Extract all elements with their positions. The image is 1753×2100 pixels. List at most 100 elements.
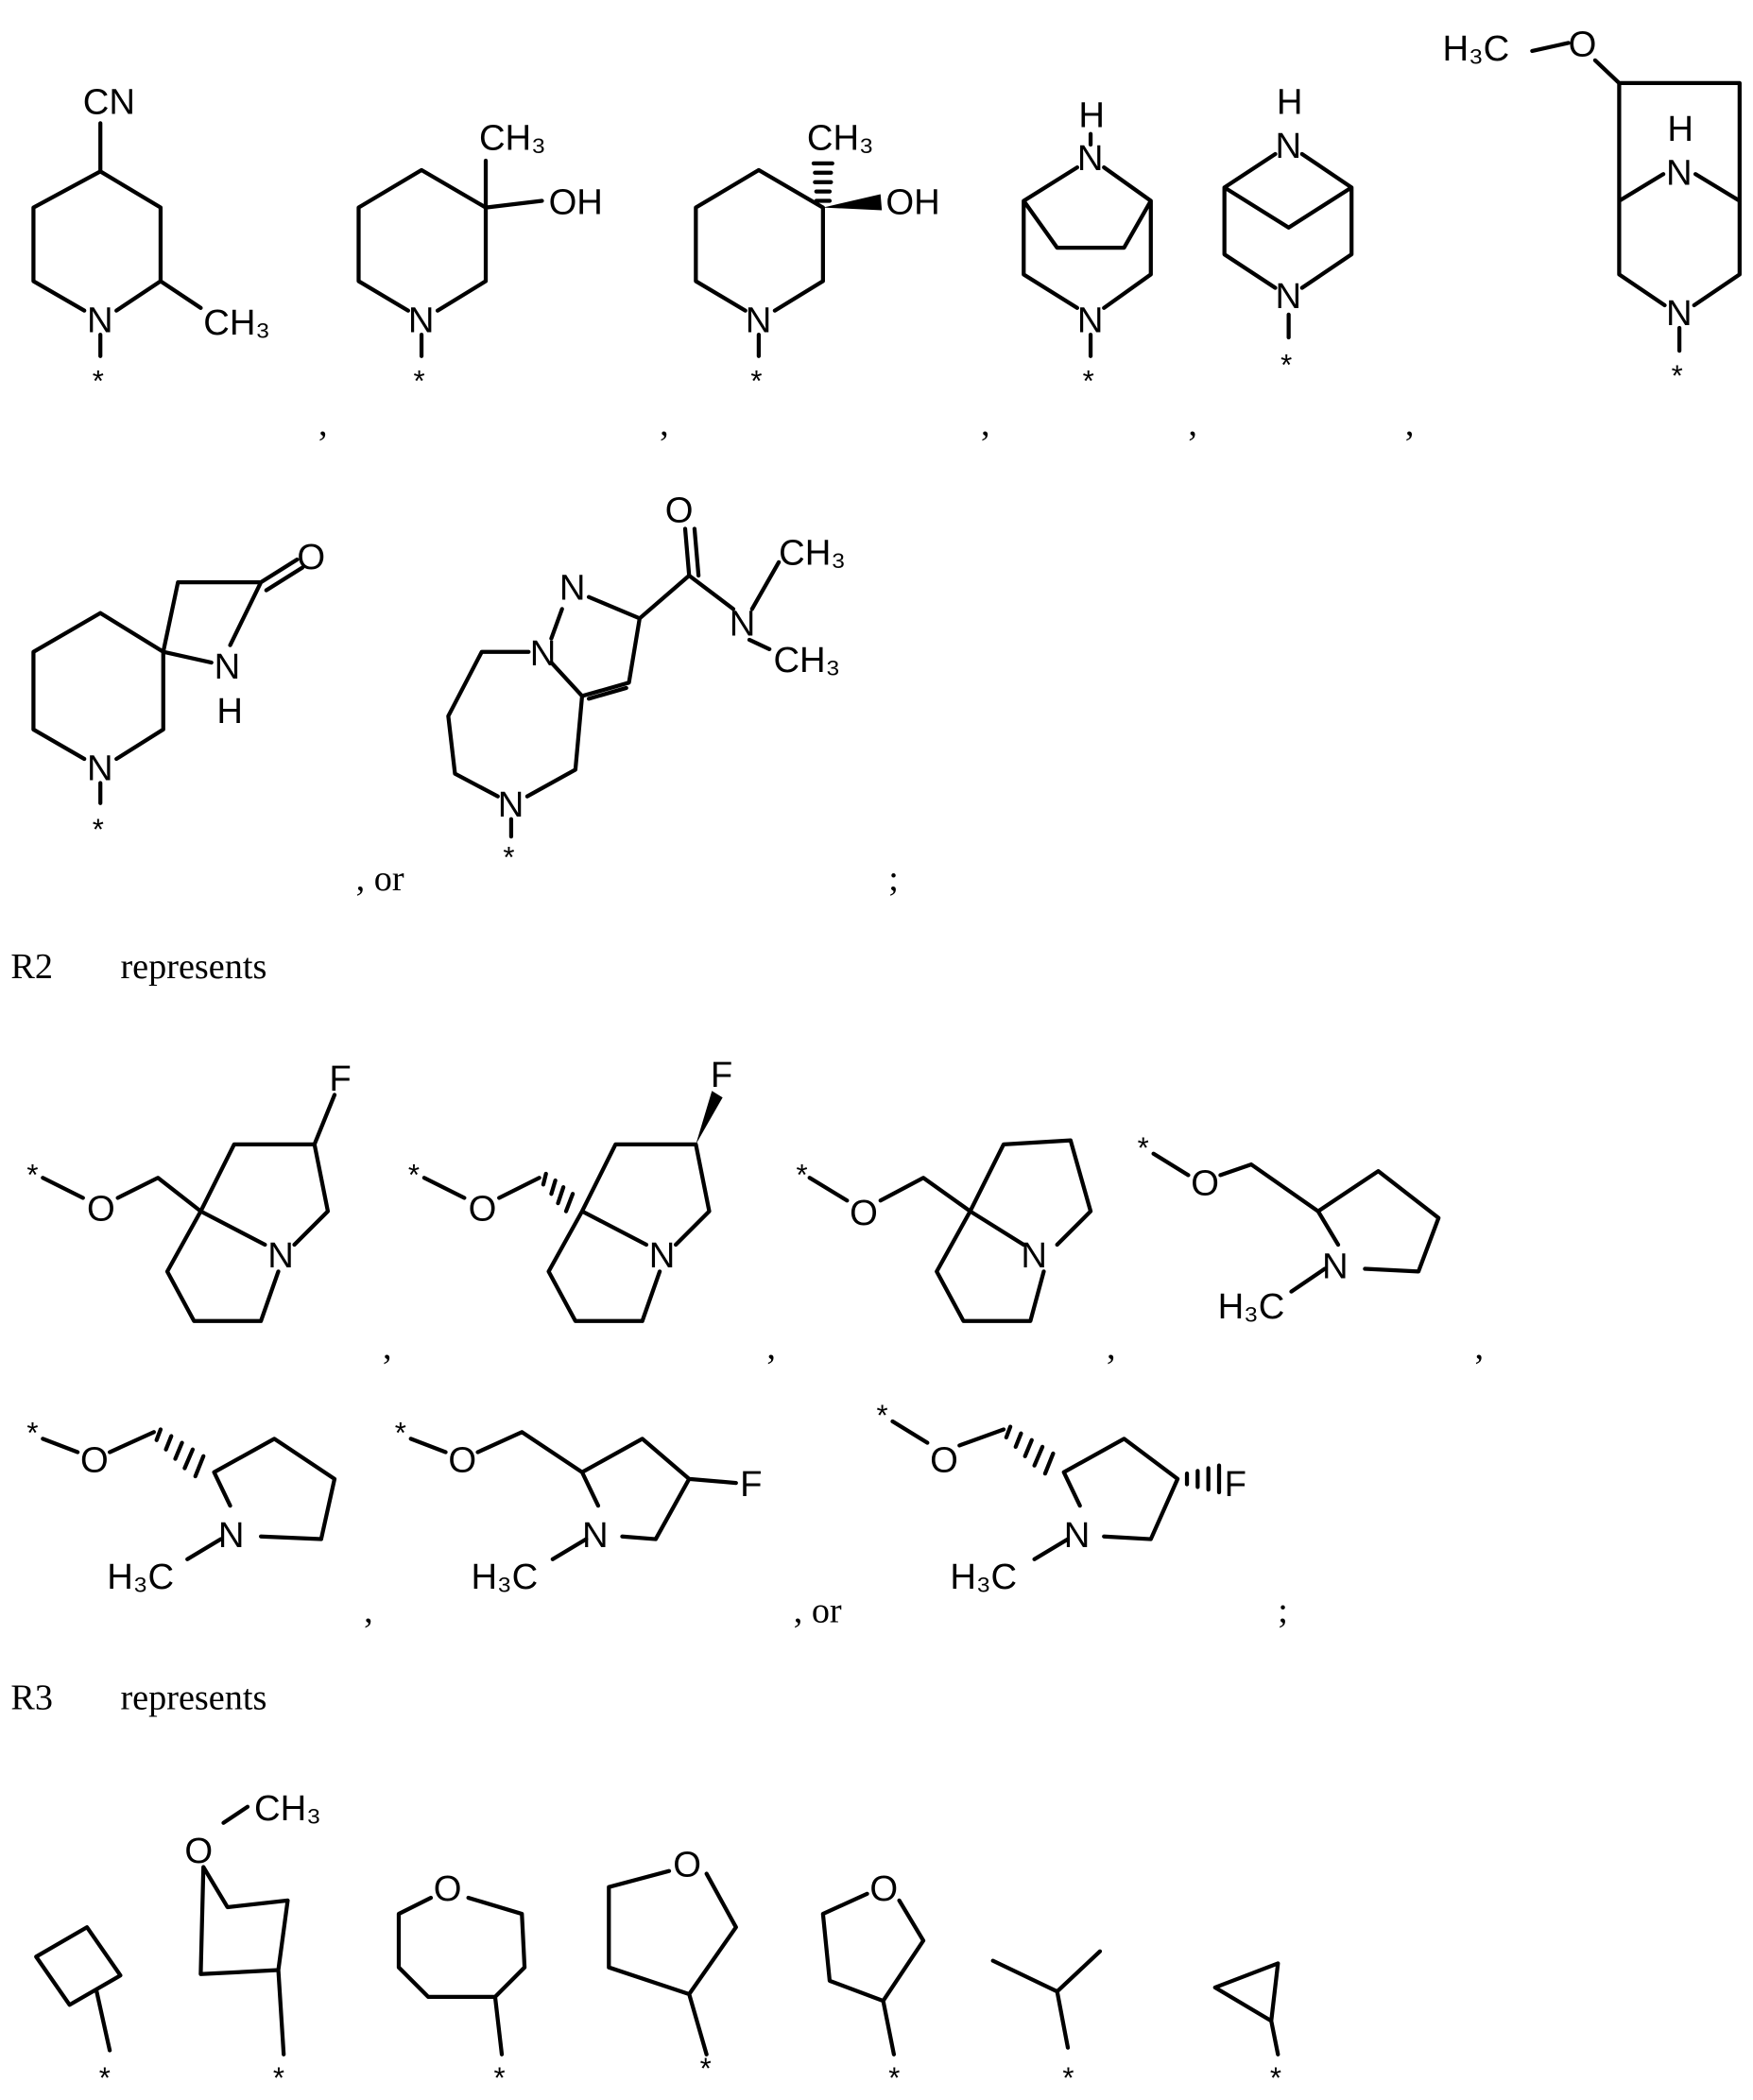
r3-represents-text: represents — [120, 1678, 266, 1717]
wedge-bond — [696, 1091, 722, 1145]
attachment-point: * — [93, 813, 104, 846]
r1-structure-cyano-methylpiperidine: CN CH₃ N * — [33, 81, 270, 397]
atom-label: OH — [549, 182, 603, 223]
atom-label: O — [1191, 1163, 1219, 1204]
atom-label: N — [559, 568, 586, 609]
atom-label: N — [215, 646, 241, 687]
atom-label: F — [329, 1059, 351, 1099]
atom-label: OH — [885, 182, 939, 223]
separator: , — [1405, 404, 1415, 443]
r3-structure-oxolan-3-yl: O * — [823, 1868, 923, 2094]
separator: , or — [356, 859, 404, 899]
attachment-point: * — [26, 1158, 38, 1191]
attachment-point: * — [494, 2061, 506, 2094]
atom-label: H — [1078, 95, 1105, 136]
r2-structure-chiral-fluoro-pyrrolizine-methoxy: * O F N — [408, 1055, 732, 1321]
atom-label: CH₃ — [773, 640, 840, 680]
atom-label: O — [448, 1440, 476, 1481]
separator: , — [660, 404, 669, 443]
attachment-point: * — [700, 2052, 712, 2085]
hashed-bond — [157, 1429, 204, 1476]
atom-label: N — [746, 300, 772, 340]
atom-label: N — [649, 1235, 676, 1276]
r2-label: R2 — [10, 947, 53, 987]
r3-structure-oxolan-3-yl-large: O * — [609, 1844, 736, 2085]
hashed-bond — [814, 164, 833, 201]
atom-label: F — [740, 1464, 762, 1505]
attachment-point: * — [1083, 365, 1094, 398]
r1-structure-methoxy-diazabicyclononane: H₃C O H N N * — [1442, 25, 1739, 392]
atom-label: N — [87, 300, 113, 340]
atom-label: H — [216, 691, 243, 732]
atom-label: O — [673, 1844, 701, 1885]
atom-label: H — [1277, 81, 1303, 122]
r3-structure-cyclopropyl: * — [1215, 1963, 1281, 2094]
atom-label: O — [80, 1440, 109, 1481]
attachment-point: * — [797, 1158, 808, 1191]
atom-label: N — [267, 1235, 294, 1276]
atom-label: N — [530, 633, 557, 674]
separator: , — [1474, 1327, 1484, 1367]
attachment-point: * — [750, 365, 762, 398]
atom-label: H₃C — [1218, 1286, 1285, 1327]
r2-structure-fluoro-methylpyrrolidine-methoxy: * O N H₃C F — [395, 1417, 763, 1597]
r1-structure-diazabicyclooctane: H N N * — [1023, 95, 1151, 398]
attachment-point: * — [1672, 359, 1683, 392]
separator: ; — [1278, 1591, 1288, 1630]
attachment-point: * — [273, 2061, 284, 2094]
atom-label: O — [434, 1868, 462, 1909]
atom-label: O — [87, 1189, 115, 1230]
atom-label: N — [1666, 293, 1693, 334]
atom-label: H₃C — [471, 1557, 538, 1597]
r3-structure-cyclobutyl: * — [36, 1927, 120, 2094]
atom-label: H₃C — [950, 1557, 1017, 1597]
atom-label: H — [1667, 109, 1693, 149]
atom-label: O — [297, 537, 325, 577]
attachment-point: * — [395, 1417, 406, 1450]
atom-label: O — [665, 490, 694, 530]
r1-structure-pyrazolodiazepine-carboxamide: O N N N CH₃ CH₃ N * — [448, 490, 846, 873]
atom-label: O — [869, 1868, 898, 1909]
r3-structure-isopropyl: * — [993, 1952, 1100, 2094]
attachment-point: * — [26, 1417, 38, 1450]
atom-label: H₃C — [1442, 28, 1509, 69]
r2-structure-chiral-fluoro-methylpyrrolidine-methoxy: * O N H₃C F — [877, 1399, 1247, 1597]
separator: , — [383, 1327, 392, 1367]
hashed-bond — [1006, 1427, 1054, 1474]
atom-label: N — [1077, 300, 1104, 340]
wedge-bond — [823, 194, 882, 210]
r3-label: R3 — [10, 1678, 53, 1717]
r1-structure-chiral-methyl-hydroxypiperidine: CH₃ OH N * — [696, 118, 939, 398]
separator: , — [766, 1327, 776, 1367]
atom-label: N — [1322, 1246, 1349, 1286]
attachment-point: * — [1280, 349, 1292, 382]
atom-label: CN — [83, 81, 135, 122]
separator: , or — [794, 1591, 842, 1630]
attachment-point: * — [503, 841, 514, 874]
separator: , — [1188, 404, 1197, 443]
atom-label: CH₃ — [479, 118, 546, 159]
attachment-point: * — [414, 365, 425, 398]
atom-label: F — [711, 1055, 732, 1095]
attachment-point: * — [408, 1158, 420, 1191]
atom-label: O — [184, 1831, 213, 1871]
separator: ; — [888, 859, 899, 899]
attachment-point: * — [1138, 1131, 1149, 1164]
atom-label: N — [582, 1515, 609, 1556]
atom-label: N — [1275, 126, 1301, 166]
atom-label: N — [498, 784, 524, 825]
r2-structure-pyrrolizine-methoxy: * O N — [797, 1141, 1091, 1321]
atom-label: CH₃ — [807, 118, 874, 159]
r2-structure-fluoro-pyrrolizine-methoxy: * O F N — [26, 1059, 351, 1321]
r2-structure-chiral-methylpyrrolidine-methoxy: * O N H₃C — [26, 1417, 335, 1597]
atom-label: F — [1225, 1464, 1246, 1505]
atom-label: CH₃ — [779, 533, 846, 574]
separator: , — [1107, 1327, 1116, 1367]
r1-structure-diazabicycloheptane: H N N * — [1225, 81, 1352, 381]
atom-label: N — [87, 749, 113, 789]
r3-structure-methoxycyclobutyl: CH₃ O * — [184, 1788, 320, 2094]
atom-label: N — [218, 1515, 245, 1556]
separator: , — [981, 404, 990, 443]
